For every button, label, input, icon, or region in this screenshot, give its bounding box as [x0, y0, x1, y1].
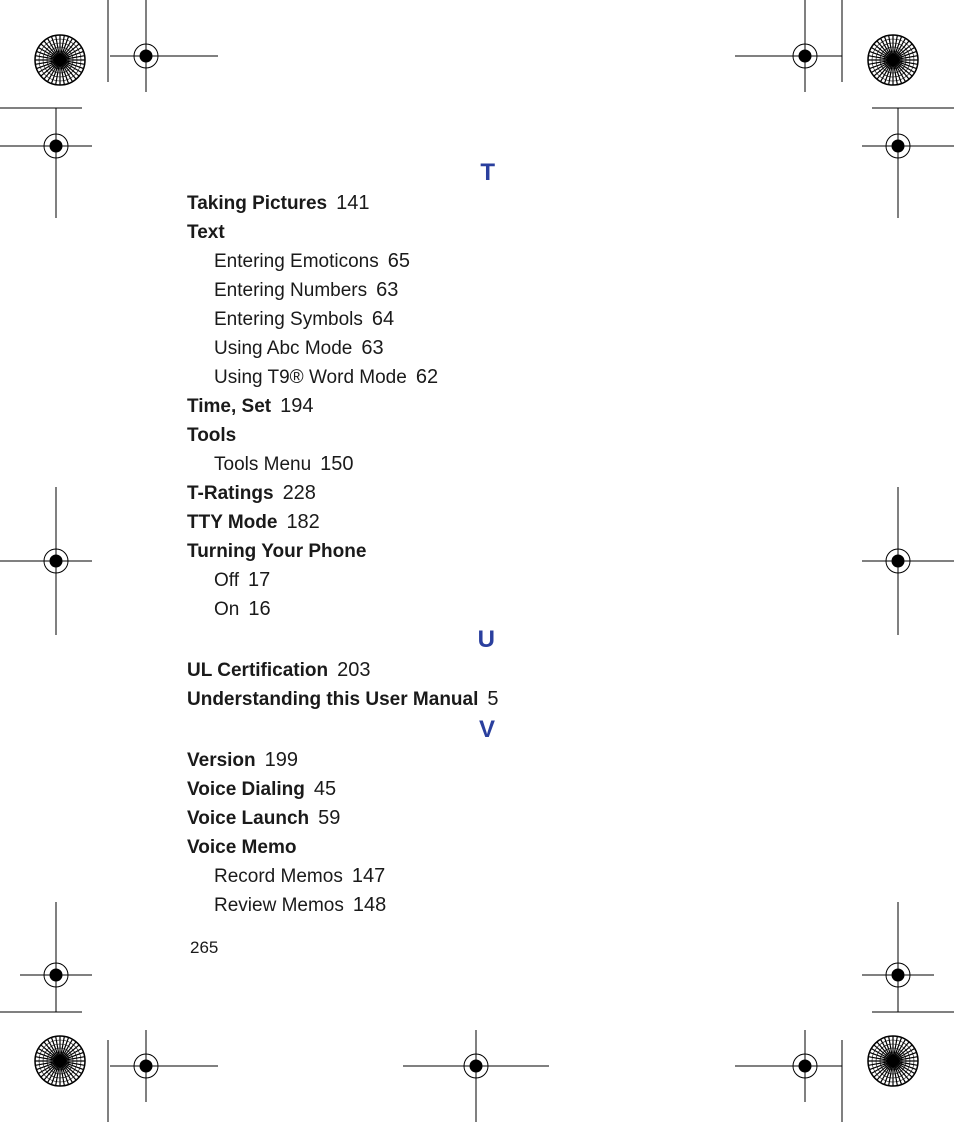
entry-term: Voice Launch: [187, 808, 310, 829]
index-entry: Understanding this User Manual 5: [187, 685, 517, 714]
entry-term: Voice Dialing: [187, 779, 305, 800]
index-subentry: Tools Menu 150: [187, 450, 517, 479]
entry-term: UL Certification: [187, 660, 329, 681]
section-letter: T: [480, 159, 495, 186]
entry-term: Entering Numbers: [214, 280, 368, 301]
entry-term: Text: [187, 222, 225, 243]
entry-term: Taking Pictures: [187, 193, 328, 214]
entry-page-ref: 199: [264, 749, 299, 771]
page-number: 265: [190, 938, 219, 957]
entry-page-ref: 194: [280, 395, 314, 417]
index-subentry: Entering Numbers 63: [187, 276, 517, 305]
entry-page-ref: 62: [415, 366, 439, 388]
entry-page-ref: 141: [336, 192, 370, 214]
entry-term: Version: [187, 750, 256, 771]
index-entry: Time, Set 194: [187, 392, 517, 421]
entry-page-ref: 148: [352, 894, 387, 916]
entry-term: Review Memos: [214, 895, 344, 916]
index-subentry: On 16: [187, 595, 517, 624]
entry-page-ref: 59: [318, 807, 341, 829]
entry-term: TTY Mode: [187, 512, 278, 533]
starburst-mark: [34, 34, 86, 86]
index-entry: TTY Mode 182: [187, 508, 517, 537]
index-entry: Tools: [187, 421, 517, 450]
index-entry: Version 199: [187, 746, 517, 775]
index-subentry: Entering Symbols 64: [187, 305, 517, 334]
index-subentry: Record Memos 147: [187, 862, 517, 891]
index-entry: Voice Launch 59: [187, 804, 517, 833]
entry-term: Voice Memo: [187, 837, 297, 858]
starburst-mark: [867, 34, 919, 86]
entry-page-ref: 5: [487, 688, 499, 710]
entry-page-ref: 64: [371, 308, 395, 330]
entry-term: Understanding this User Manual: [187, 689, 479, 710]
entry-term: Entering Emoticons: [214, 251, 379, 272]
entry-page-ref: 150: [320, 453, 354, 475]
entry-page-ref: 63: [361, 337, 384, 359]
index-entry: Voice Dialing 45: [187, 775, 517, 804]
entry-term: Record Memos: [214, 866, 343, 887]
entry-term: Entering Symbols: [214, 309, 363, 330]
index-entry: Voice Memo: [187, 833, 517, 862]
section-letter: U: [477, 626, 495, 653]
entry-page-ref: 16: [248, 598, 271, 620]
entry-term: Off: [214, 570, 239, 591]
index-entry: T-Ratings 228: [187, 479, 517, 508]
entry-page-ref: 45: [313, 778, 337, 800]
entry-term: Tools Menu: [214, 454, 312, 475]
index-entry: Text: [187, 218, 517, 247]
index-subentry: Using T9® Word Mode 62: [187, 363, 517, 392]
entry-page-ref: 65: [387, 250, 410, 272]
entry-page-ref: 147: [351, 865, 386, 887]
entry-term: Using T9® Word Mode: [214, 367, 407, 388]
entry-term: Using Abc Mode: [214, 338, 353, 359]
index-subentry: Review Memos 148: [187, 891, 517, 920]
entry-term: Tools: [187, 425, 237, 446]
entry-page-ref: 182: [286, 511, 320, 533]
entry-page-ref: 63: [376, 279, 399, 301]
starburst-mark: [34, 1035, 86, 1087]
section-letter: V: [478, 716, 495, 743]
index-subentry: Off 17: [187, 566, 517, 595]
index-subentry: Entering Emoticons 65: [187, 247, 517, 276]
entry-term: Turning Your Phone: [187, 541, 367, 562]
entry-page-ref: 228: [282, 482, 316, 504]
entry-term: T-Ratings: [187, 483, 274, 504]
entry-term: On: [214, 599, 240, 620]
index-entry: UL Certification 203: [187, 656, 517, 685]
entry-term: Time, Set: [187, 396, 272, 417]
starburst-mark: [867, 1035, 919, 1087]
index-entry: Taking Pictures 141: [187, 189, 517, 218]
index-subentry: Using Abc Mode 63: [187, 334, 517, 363]
entry-page-ref: 17: [248, 569, 271, 591]
entry-page-ref: 203: [337, 659, 371, 681]
index-entry: Turning Your Phone: [187, 537, 517, 566]
